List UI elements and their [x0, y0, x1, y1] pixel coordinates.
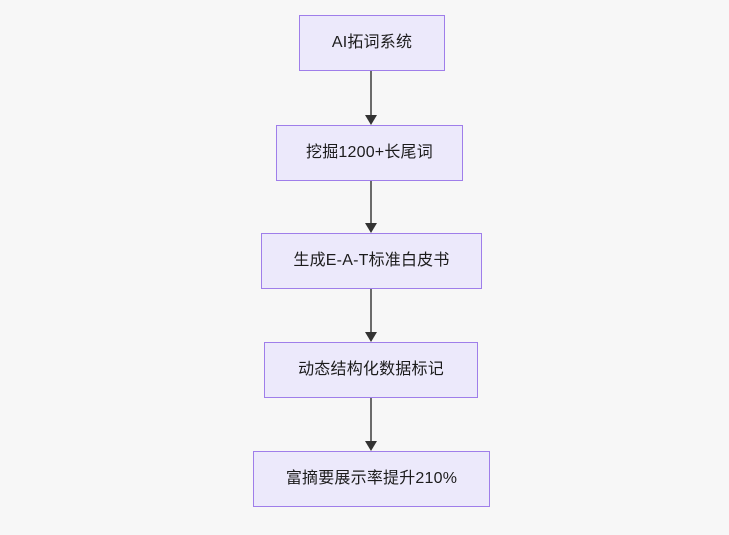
flow-node-label: 挖掘1200+长尾词: [306, 144, 433, 161]
flow-node-label: AI拓词系统: [331, 34, 413, 51]
flow-node-3[interactable]: 生成E-A-T标准白皮书: [261, 233, 482, 289]
flow-node-5[interactable]: 富摘要展示率提升210%: [253, 451, 490, 507]
flow-arrow-3: [356, 289, 386, 342]
flow-node-label: 富摘要展示率提升210%: [285, 470, 458, 487]
flow-node-4[interactable]: 动态结构化数据标记: [264, 342, 478, 398]
flow-arrow-1: [356, 71, 386, 125]
flow-arrow-4: [356, 398, 386, 451]
flow-node-2[interactable]: 挖掘1200+长尾词: [276, 125, 463, 181]
flow-arrow-2: [356, 181, 386, 233]
flow-node-label: 动态结构化数据标记: [298, 361, 444, 378]
flow-node-1[interactable]: AI拓词系统: [299, 15, 445, 71]
flow-node-label: 生成E-A-T标准白皮书: [293, 252, 450, 269]
